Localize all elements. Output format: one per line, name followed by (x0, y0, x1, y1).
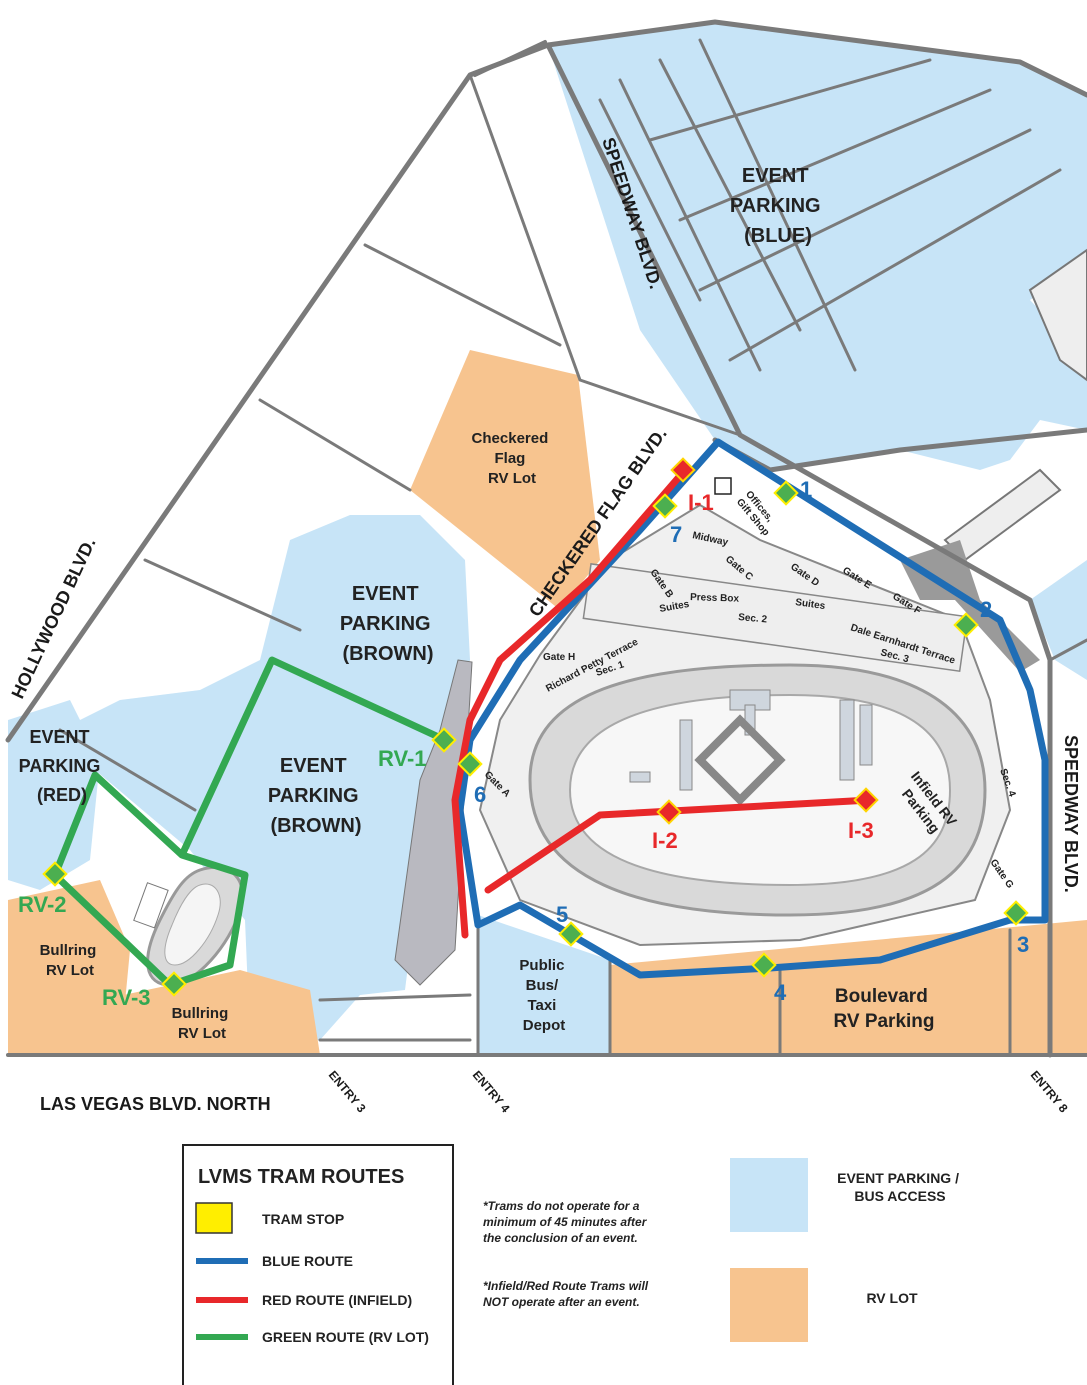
tram-stop-marker[interactable] (558, 921, 584, 947)
green-stop-rv-3[interactable]: RV-3 (102, 971, 187, 1010)
bullring-rv-lot-right[interactable] (95, 970, 320, 1055)
tram-stop-marker[interactable] (161, 971, 187, 997)
tram-stop-marker[interactable] (953, 612, 979, 638)
bus-depot-lot[interactable] (478, 915, 610, 1055)
tram-stop-marker[interactable] (1003, 900, 1029, 926)
tram-stop-label: 2 (980, 597, 992, 622)
red-stop-i-3[interactable]: I-3 (848, 787, 879, 843)
speedway-facility (133, 248, 1087, 987)
oval-track-inner (568, 693, 952, 887)
tram-stop-marker[interactable] (42, 861, 68, 887)
event-parking-areas (8, 22, 1087, 1055)
northwest-grid-roads (58, 73, 742, 812)
tram-stop-marker[interactable] (652, 493, 678, 519)
tram-stop-label: 1 (800, 477, 812, 502)
legend-rv-lot-text: RV LOT (866, 1290, 918, 1306)
tram-stop-label: 7 (670, 522, 682, 547)
legend: LVMS TRAM ROUTES TRAM STOP BLUE ROUTE RE… (182, 1144, 963, 1385)
checkered-rv-label: Checkered Flag RV Lot (472, 430, 553, 487)
legend-note-2: *Infield/Red Route Trams will NOT operat… (483, 1279, 651, 1309)
tram-stop-marker[interactable] (431, 727, 457, 753)
blue-stop-4[interactable]: 4 (751, 952, 787, 1005)
tram-stop-marker[interactable] (670, 457, 696, 483)
legend-tram-stop-text: TRAM STOP (262, 1211, 344, 1227)
suites-label-east: Suites (795, 597, 827, 612)
legend-box (182, 1144, 454, 1385)
red-route[interactable] (451, 466, 874, 939)
boulevard-rv-parking[interactable] (610, 920, 1087, 1055)
legend-rv-lot-swatch (730, 1268, 808, 1342)
legend-red-text: RED ROUTE (INFIELD) (262, 1292, 412, 1308)
legend-title: LVMS TRAM ROUTES (198, 1166, 404, 1188)
southwest-lot-roads (318, 993, 472, 1042)
event-red-label: EVENT PARKING (RED) (19, 727, 106, 805)
red-stop-i-2[interactable]: I-2 (652, 799, 682, 853)
event-brown-lower-label: EVENT PARKING (BROWN) (268, 755, 364, 837)
event-brown-upper-label: EVENT PARKING (BROWN) (340, 583, 436, 665)
nw-connector (473, 40, 547, 77)
bullring-rv-right-label: Bullring RV Lot (172, 1005, 233, 1042)
tram-stop-label: 4 (774, 980, 787, 1005)
north-road (545, 19, 1087, 98)
lot-labels: EVENT PARKING (BLUE) EVENT PARKING (BROW… (19, 165, 961, 1042)
east-edge-blue (1030, 560, 1087, 680)
entry-roads (476, 913, 1012, 1057)
legend-green-text: GREEN ROUTE (RV LOT) (262, 1329, 429, 1345)
event-parking-brown-lot[interactable] (60, 515, 470, 1040)
red-stop-i-1[interactable]: I-1 (670, 457, 714, 515)
event-blue-label: EVENT PARKING (BLUE) (730, 165, 826, 247)
event-parking-red-lot[interactable] (8, 700, 100, 890)
blue-stop-1[interactable]: 1 (773, 477, 813, 506)
tram-stop-marker[interactable] (773, 480, 799, 506)
east-connector (1048, 638, 1087, 662)
blue-route[interactable] (456, 438, 1049, 979)
legend-blue-text: BLUE ROUTE (262, 1253, 353, 1269)
legend-tram-stop-swatch (195, 1202, 233, 1234)
bus-depot-label: Public Bus/ Taxi Depot (519, 957, 568, 1034)
sec2-label: Sec. 2 (738, 612, 768, 626)
offices-building (714, 477, 732, 495)
tram-stop-marker[interactable] (853, 787, 879, 813)
tram-stop-label: RV-2 (18, 892, 67, 917)
tram-stop-label: 6 (474, 782, 486, 807)
tram-stop-label: 5 (556, 902, 568, 927)
tram-stop-marker[interactable] (457, 751, 483, 777)
green-stop-rv-1[interactable]: RV-1 (378, 727, 457, 771)
bullring-building (133, 882, 169, 929)
tram-stop-label: I-1 (688, 490, 714, 515)
tram-stop-label: I-2 (652, 828, 678, 853)
event-parking-blue-lot[interactable] (548, 22, 1087, 470)
blue-stop-6[interactable]: 6 (457, 751, 487, 807)
legend-event-parking-swatch (730, 1158, 808, 1232)
blue-stop-3[interactable]: 3 (1003, 900, 1030, 957)
press-box-label: Press Box (690, 592, 740, 605)
speedway-blvd-east-label: SPEEDWAY BLVD. (1061, 735, 1081, 893)
blue-stop-7[interactable]: 7 (652, 493, 683, 547)
tram-stop-marker[interactable] (751, 952, 777, 978)
suites-label-west: Suites (659, 599, 691, 615)
las-vegas-blvd-label: LAS VEGAS BLVD. NORTH (40, 1094, 271, 1114)
legend-note-1: *Trams do not operate for a minimum of 4… (483, 1199, 650, 1245)
ne-building-1 (1028, 248, 1087, 382)
tram-stop-label: RV-1 (378, 746, 427, 771)
boulevard-rv-label: Boulevard RV Parking (833, 986, 934, 1032)
green-stop-rv-2[interactable]: RV-2 (18, 861, 68, 917)
bullring-infield (164, 883, 221, 966)
tram-stop-marker[interactable] (656, 799, 682, 825)
bullring-rv-left-label: Bullring RV Lot (40, 942, 101, 979)
infield-buildings (629, 689, 873, 806)
tram-stops: 1 2 3 4 5 6 7I-1I-2 I-3 RV-1RV-2RV-3 (18, 457, 1030, 1010)
tram-stop-label: I-3 (848, 818, 874, 843)
tram-stop-label: 3 (1017, 932, 1029, 957)
gate-h-label: Gate H (543, 652, 575, 663)
blue-stop-5[interactable]: 5 (556, 902, 584, 947)
legend-event-parking-text: EVENT PARKING / BUS ACCESS (837, 1170, 963, 1204)
blue-stop-2[interactable]: 2 (953, 597, 993, 638)
tram-stop-label: RV-3 (102, 985, 151, 1010)
blue-lot-aisles (598, 38, 1062, 372)
checkered-flag-rv-lot[interactable] (410, 350, 600, 610)
